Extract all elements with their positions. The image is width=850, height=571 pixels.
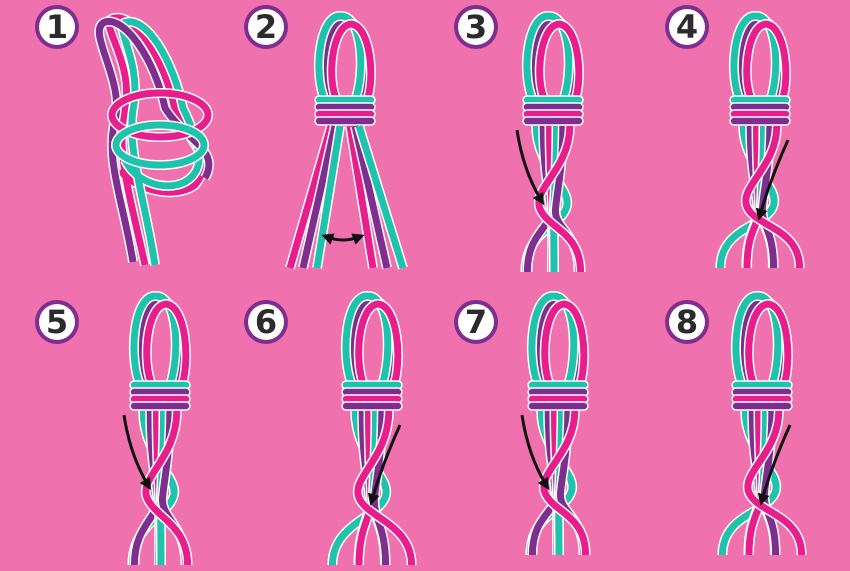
step-2-panel: 2 [244, 5, 403, 268]
step-number: 5 [46, 303, 68, 341]
step-number: 4 [676, 8, 698, 46]
wrap-coil [732, 402, 792, 410]
step-badge: 1 [35, 5, 79, 49]
wrap-coil [130, 402, 190, 410]
step-badge: 4 [665, 5, 709, 49]
step-number: 6 [255, 303, 277, 341]
step-badge: 7 [454, 300, 498, 344]
step-badge: 2 [244, 5, 288, 49]
step-number: 2 [255, 8, 277, 46]
step-badge: 3 [454, 5, 498, 49]
wrap-coil [315, 117, 375, 125]
wrap-coil [523, 117, 583, 125]
step-6-panel: 6 [244, 296, 412, 565]
wrap-coil [730, 117, 790, 125]
wrap-coil [528, 402, 588, 410]
step-4-panel: 4 [665, 5, 800, 268]
step-number: 7 [465, 303, 487, 341]
step-badge: 5 [35, 300, 79, 344]
step-7-panel: 7 [454, 296, 588, 555]
step-number: 8 [676, 303, 698, 341]
step-badge: 8 [665, 300, 709, 344]
step-3-panel: 3 [454, 5, 583, 272]
step-1-panel: 1 [35, 5, 209, 265]
step-8-panel: 8 [665, 296, 802, 555]
step-badge: 6 [244, 300, 288, 344]
spread-arrow [327, 237, 359, 240]
step-number: 1 [46, 8, 68, 46]
wrap-coil [342, 402, 402, 410]
step-number: 3 [465, 8, 487, 46]
step-5-panel: 5 [35, 296, 190, 565]
